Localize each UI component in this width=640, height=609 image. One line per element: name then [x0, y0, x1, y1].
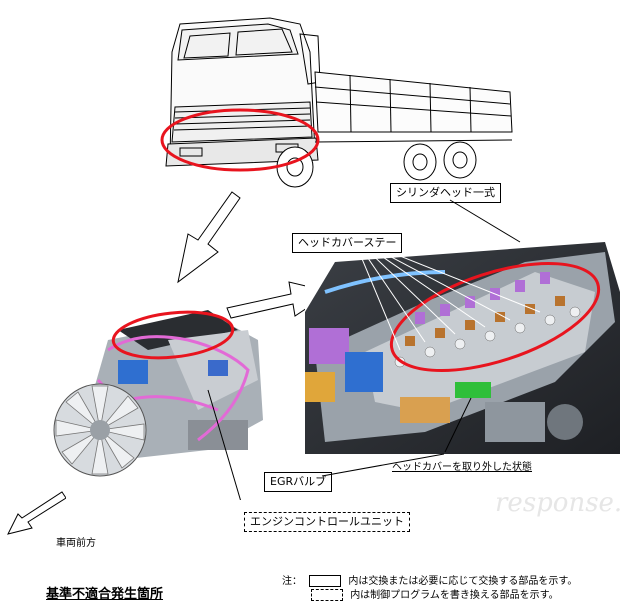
- leader-cylinder-head: [449, 199, 521, 243]
- engine-overview-image: [53, 310, 263, 500]
- legend-dashed-text: 内は制御プログラムを書き換える部品を示す。: [350, 590, 559, 601]
- page-title: 基準不適合発生箇所: [46, 587, 164, 602]
- label-head-cover-stay: ヘッドカバーステー: [292, 233, 403, 253]
- legend-notes: 注： 内は交換または必要に応じて交換する部品を示す。 内は制御プログラムを書き換…: [282, 575, 577, 603]
- legend-dashed-box: [311, 589, 343, 601]
- label-egr-valve: EGRバルブ: [264, 472, 333, 492]
- detail-caption: ヘッドカバーを取り外した状態: [392, 462, 532, 473]
- vehicle-front-label: 車両前方: [56, 538, 96, 549]
- legend-solid-text: 内は交換または必要に応じて交換する部品を示す。: [348, 576, 578, 587]
- leader-egr: [321, 453, 445, 477]
- legend-solid-box: [309, 575, 342, 587]
- watermark: response.: [495, 488, 623, 518]
- engine-detail-image: [305, 232, 620, 454]
- arrow-to-engine: [177, 191, 241, 284]
- label-cylinder-head: シリンダヘッド一式: [390, 183, 501, 203]
- legend-dashed-row: 内は制御プログラムを書き換える部品を示す。: [282, 589, 577, 603]
- label-ecu: エンジンコントロールユニット: [244, 512, 410, 532]
- truck-drawing: [160, 17, 513, 188]
- legend-prefix: 注：: [282, 576, 302, 587]
- legend-solid-row: 注： 内は交換または必要に応じて交換する部品を示す。: [282, 575, 577, 589]
- vehicle-front-arrow: [7, 491, 66, 535]
